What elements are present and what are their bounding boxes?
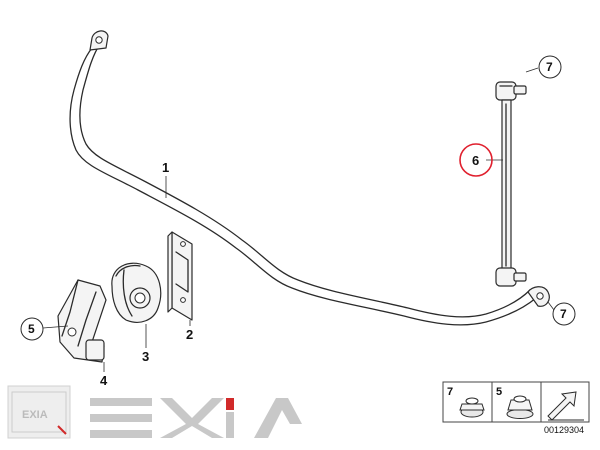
callout-6: 6: [472, 153, 479, 168]
diagram-id: 00129304: [544, 425, 584, 435]
nut-icon: [459, 397, 485, 418]
callout-7-top: 7: [546, 60, 553, 74]
highlight-circle: [459, 143, 493, 177]
watermark-small-text: EXIA: [22, 409, 48, 421]
stabilizer-clamp: [57, 279, 107, 363]
legend-label-7: 7: [447, 386, 453, 398]
watermark-letter-x: [160, 398, 224, 438]
bracket: [167, 231, 193, 321]
watermark: EXIA: [7, 385, 302, 439]
legend: 7 5 00129304: [442, 381, 590, 435]
callout-2: 2: [186, 327, 193, 342]
callout-4: 4: [100, 373, 108, 388]
watermark-letter-i: [226, 398, 234, 438]
stabilizer-link: [495, 81, 527, 287]
watermark-box: [7, 385, 71, 439]
callout-5: 5: [28, 322, 35, 336]
watermark-letter-e: [90, 398, 152, 438]
callout-7-bottom: 7: [560, 307, 567, 321]
arrow-icon: [547, 391, 584, 421]
flange-nut-icon: [506, 395, 534, 419]
watermark-letter-a: [254, 398, 302, 438]
callout-3: 3: [142, 349, 149, 364]
stabilizer-bar: [69, 30, 550, 326]
callouts: 1 2 3 4 5 6 7 7: [20, 55, 576, 388]
legend-label-5: 5: [496, 386, 502, 398]
rubber-mounting: [111, 262, 162, 323]
callout-1: 1: [162, 160, 169, 175]
